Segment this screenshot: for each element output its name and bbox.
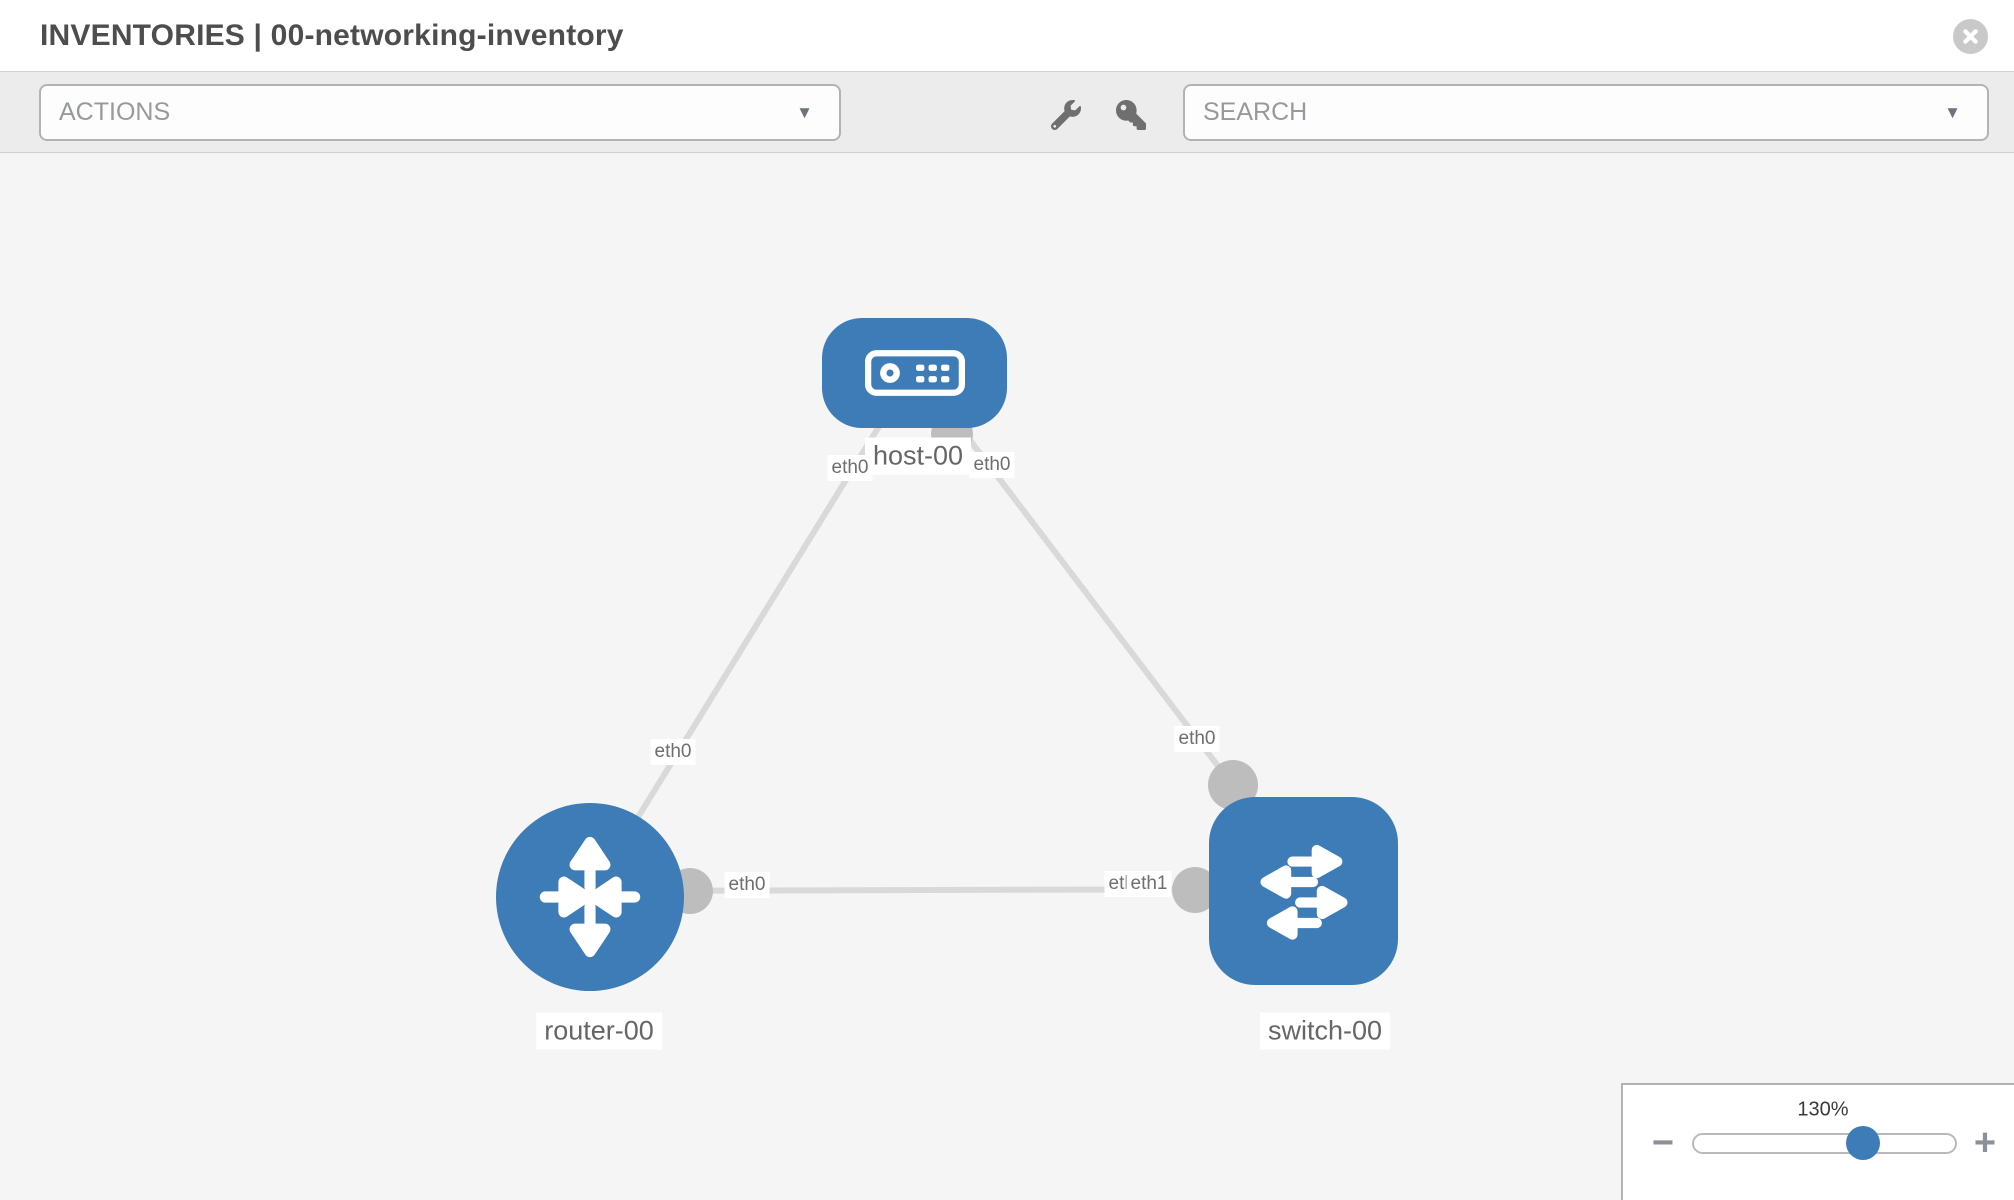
toolbar: ACTIONS ▼ SEARCH ▼ xyxy=(0,72,2014,153)
key-icon xyxy=(1116,100,1146,130)
close-button[interactable] xyxy=(1953,19,1988,54)
close-icon xyxy=(1963,29,1978,44)
search-dropdown-label: SEARCH xyxy=(1203,98,1308,126)
actions-dropdown[interactable]: ACTIONS ▼ xyxy=(39,84,841,141)
node-switch[interactable] xyxy=(1209,797,1398,985)
zoom-slider-track[interactable] xyxy=(1692,1126,1957,1160)
node-router[interactable] xyxy=(496,803,684,991)
switch-arrows-icon xyxy=(1259,844,1348,940)
interface-label-switch-port-front: eth1 xyxy=(1126,871,1172,897)
zoom-out-button[interactable]: − xyxy=(1651,1122,1675,1164)
interface-label-host-left: eth0 xyxy=(827,455,873,481)
search-dropdown[interactable]: SEARCH ▼ xyxy=(1183,84,1989,141)
actions-dropdown-label: ACTIONS xyxy=(59,98,171,126)
credentials-button[interactable] xyxy=(1109,95,1153,135)
zoom-slider-thumb[interactable] xyxy=(1846,1126,1880,1160)
chevron-down-icon: ▼ xyxy=(1944,102,1961,122)
zoom-in-button[interactable]: + xyxy=(1973,1122,1997,1164)
topology-canvas[interactable]: host-00 router-00 switch-00 eth0 eth0 et… xyxy=(0,153,2014,1200)
interface-label-host-right: eth0 xyxy=(969,452,1015,478)
node-label-router: router-00 xyxy=(536,1012,662,1050)
server-icon xyxy=(864,350,965,396)
chevron-down-icon: ▼ xyxy=(796,102,813,122)
page-header: INVENTORIES | 00-networking-inventory xyxy=(0,0,2014,72)
node-label-host: host-00 xyxy=(864,437,972,475)
configure-button[interactable] xyxy=(1044,95,1088,135)
topology-links-layer xyxy=(587,366,1304,914)
interface-label-link-right: eth0 xyxy=(1174,726,1220,752)
zoom-panel: 130% − + xyxy=(1621,1083,2014,1200)
node-host[interactable] xyxy=(822,318,1007,428)
interface-dot xyxy=(1172,867,1218,913)
zoom-value: 130% xyxy=(1797,1098,1849,1121)
page-title: INVENTORIES | 00-networking-inventory xyxy=(40,19,624,52)
interface-label-link-left: eth0 xyxy=(650,739,696,765)
wrench-icon xyxy=(1051,100,1081,130)
interface-label-router-port: eth0 xyxy=(724,872,770,898)
node-label-switch: switch-00 xyxy=(1259,1012,1391,1050)
router-arrows-icon xyxy=(539,836,641,958)
